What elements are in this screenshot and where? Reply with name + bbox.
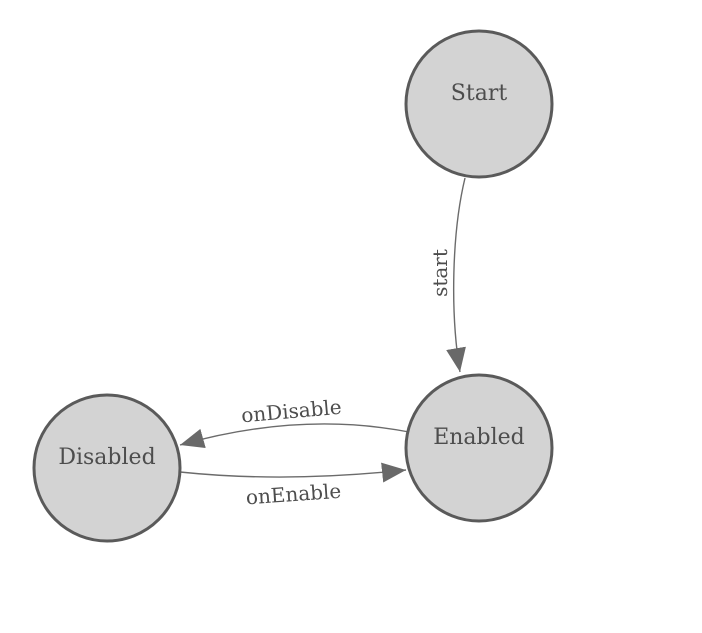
transition-label-ondisable: onDisable [240,395,342,428]
state-node-disabled[interactable]: Disabled [32,393,182,543]
transition-enabled-to-disabled[interactable]: onDisable [179,395,410,449]
state-node-enabled[interactable]: Enabled [404,373,554,523]
state-circle-start[interactable] [404,29,554,179]
state-label-enabled: Enabled [433,425,525,450]
transition-line[interactable] [446,177,466,373]
state-circle-disabled[interactable] [32,393,182,543]
state-label-start: Start [451,81,508,106]
transition-disabled-to-enabled[interactable]: onEnable [179,462,407,510]
state-label-disabled: Disabled [58,445,155,470]
transition-line[interactable] [179,462,407,483]
state-node-start[interactable]: Start [404,29,554,179]
transition-line[interactable] [179,423,410,449]
state-circle-enabled[interactable] [404,373,554,523]
transition-start-to-enabled[interactable]: start [428,177,466,373]
transition-label-start: start [428,249,452,297]
transition-label-onenable: onEnable [245,479,342,510]
